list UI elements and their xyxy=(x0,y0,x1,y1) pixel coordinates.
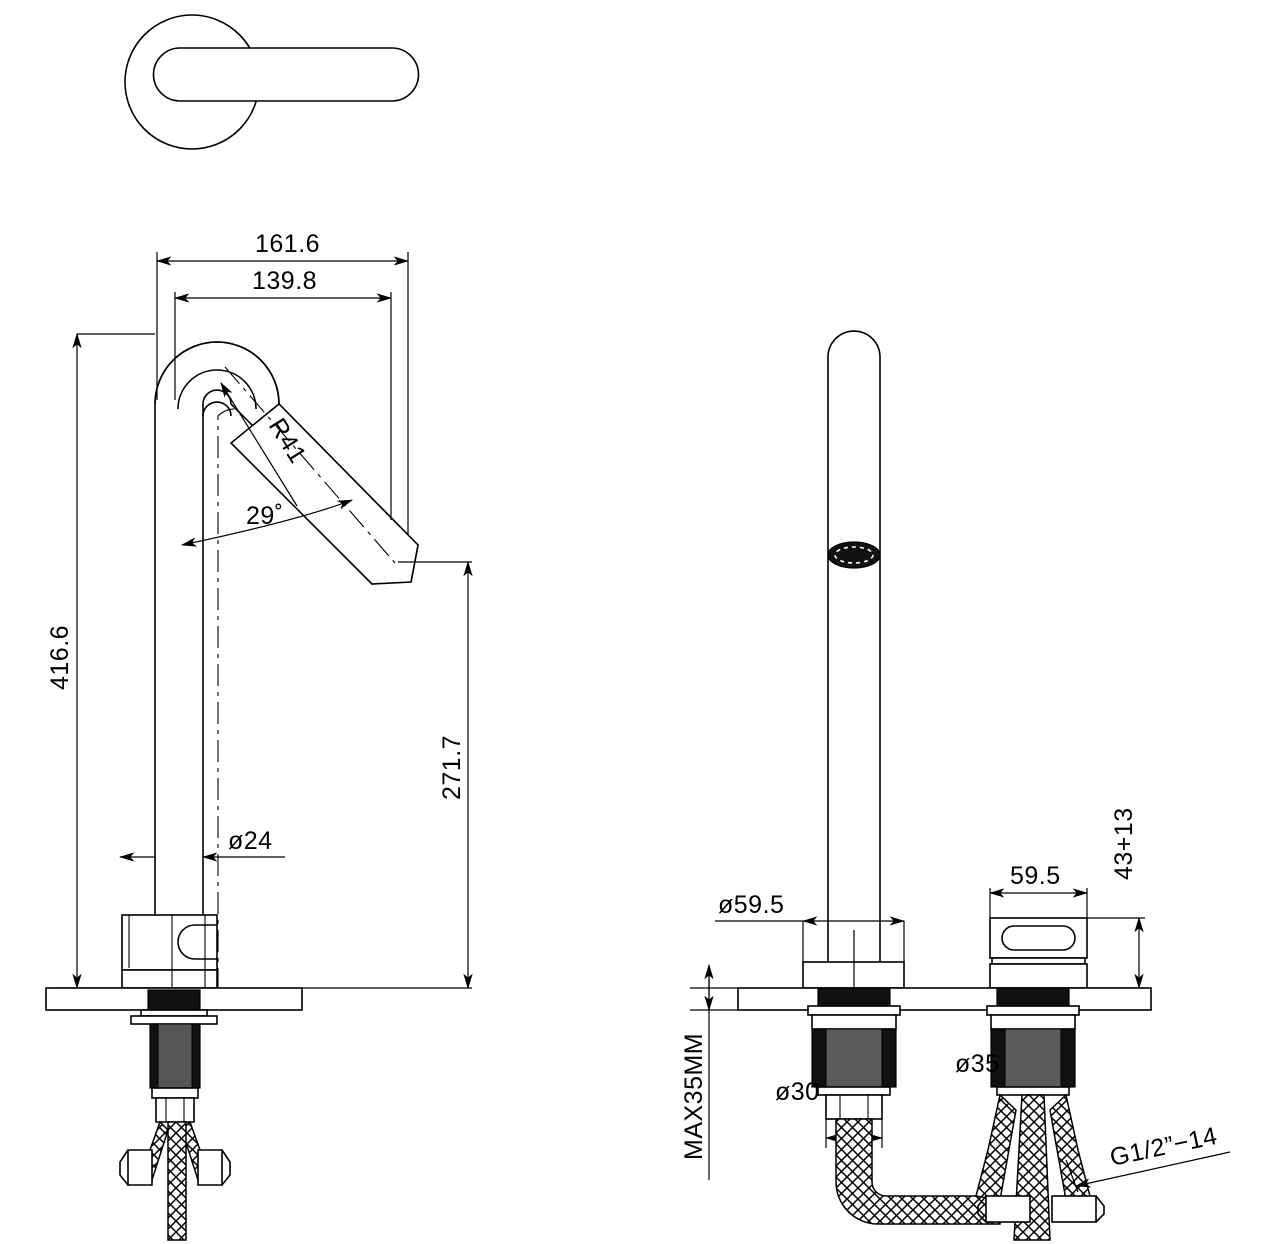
ext-g12-thread xyxy=(1065,1159,1079,1193)
handle-shank-collar xyxy=(990,1014,1076,1030)
hose-nut-right-hex xyxy=(221,1149,231,1186)
hose-nut-front-left-hex xyxy=(977,1195,987,1223)
dim-24-label: ø24 xyxy=(228,827,273,855)
radius-leader-r41 xyxy=(220,381,298,507)
valve-body-upper xyxy=(121,914,218,971)
hose-nut-front-left xyxy=(985,1195,1031,1223)
handle-shank-thread-core xyxy=(1004,1028,1062,1088)
deck-washer xyxy=(140,1009,208,1017)
hose-nut-front-right-hex xyxy=(1095,1195,1105,1223)
deck-plate-front xyxy=(737,987,1152,1011)
braided-hose-handle-left xyxy=(975,1093,1017,1201)
shank-hex-nut xyxy=(155,1097,195,1123)
angle-arc-29 xyxy=(180,499,354,547)
side-elevation-view: R41 29˚ 161.6 139.8 416.6 271.7 xyxy=(45,230,473,1241)
handle-lever-side-profile xyxy=(177,924,196,960)
handle-plan-view xyxy=(124,14,420,150)
dim-139-8-label: 139.8 xyxy=(252,267,317,295)
spout-shank-upper xyxy=(817,987,891,1007)
dim-416-6-label: 416.6 xyxy=(46,625,74,690)
dim-59-5-label: 59.5 xyxy=(1010,862,1061,890)
front-elevation-view: ø59.5 59.5 43+13 MAX35MM xyxy=(680,330,1231,1241)
dim-30-label: ø30 xyxy=(775,1078,820,1106)
valve-body-lower xyxy=(121,969,218,989)
braided-hose-center xyxy=(167,1121,187,1241)
dim-max35-label: MAX35MM xyxy=(680,1033,708,1160)
spout-bend-mid xyxy=(177,369,257,410)
shank-nut-collar xyxy=(151,1087,199,1099)
dim-29deg-label: 29˚ xyxy=(246,502,284,530)
handle-block-base xyxy=(989,963,1088,989)
handle-shank-end xyxy=(996,1086,1070,1096)
handle-shank-washer xyxy=(986,1005,1080,1016)
dim-59-5-dia-label: ø59.5 xyxy=(718,891,784,919)
spout-shank-collar xyxy=(811,1014,897,1030)
handle-lever-slot xyxy=(1001,925,1076,951)
threaded-shank-core xyxy=(157,1023,193,1089)
spout-shank-thread-core xyxy=(825,1028,883,1088)
handle-shank-upper xyxy=(996,987,1070,1007)
dim-43-13-label: 43+13 xyxy=(1110,807,1138,880)
spout-column-front xyxy=(827,330,881,991)
spout-shank-washer xyxy=(807,1005,901,1016)
hose-nut-left-hex xyxy=(119,1149,129,1186)
spout-bend-outer xyxy=(154,341,280,405)
handle-lever-arm xyxy=(152,47,420,102)
dim-35-label: ø35 xyxy=(955,1050,1000,1078)
spout-bend-inner xyxy=(202,401,232,417)
hose-nut-front-right xyxy=(1051,1195,1097,1223)
spout-shank-end xyxy=(817,1086,891,1096)
hose-nut-left xyxy=(127,1149,153,1186)
leader-g12-thread xyxy=(1074,1151,1231,1188)
dim-g12-label: G1/2”−14 xyxy=(1107,1122,1219,1172)
dim-271-7-label: 271.7 xyxy=(438,735,466,800)
aerator-inner-ring xyxy=(834,546,874,564)
spout-waterway-centerline xyxy=(217,408,238,990)
shank-thread-upper xyxy=(147,989,201,1011)
hose-nut-right xyxy=(197,1149,223,1186)
braided-hose-spout xyxy=(835,1118,1001,1225)
spout-outlet-tube xyxy=(229,402,419,585)
dim-161-6-label: 161.6 xyxy=(255,230,320,258)
deck-washer-wide xyxy=(130,1015,218,1025)
outlet-axis-centerline xyxy=(224,366,396,564)
spout-hex-nut xyxy=(825,1094,883,1120)
handle-block-gap xyxy=(991,957,1086,965)
spout-inner-profile xyxy=(202,389,373,990)
